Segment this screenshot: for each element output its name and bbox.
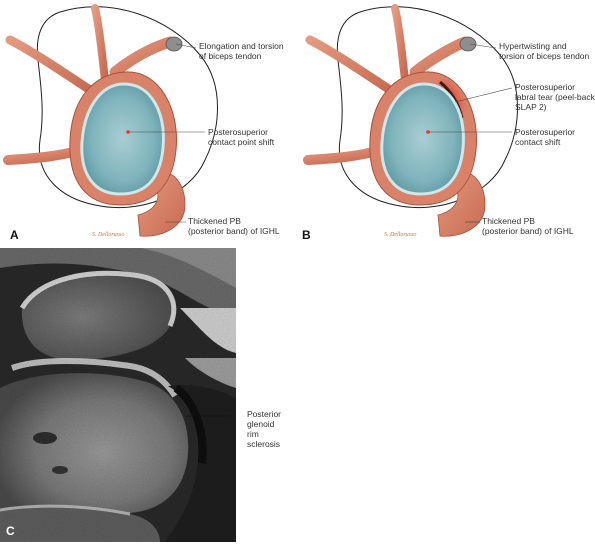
ligament-left — [5, 35, 95, 95]
glenoid-cartilage — [380, 82, 465, 196]
panel-b-illustration — [303, 4, 518, 237]
panel-b-tear-label: Posterosuperior labral tear (peel-back S… — [515, 82, 595, 112]
panel-a-pb-label: Thickened PB (posterior band) of IGHL — [188, 216, 280, 236]
leader-tear — [454, 87, 513, 103]
mri-glenoid-rim — [165, 385, 236, 542]
ligament-lower — [303, 145, 385, 165]
panel-a: A Elongation and torsion of biceps tendo… — [0, 0, 300, 245]
ligament-lower — [3, 145, 85, 165]
contact-point-dot — [426, 130, 430, 134]
humeral-head-outline — [336, 6, 518, 209]
biceps-tendon — [409, 36, 471, 78]
panel-b-contact-label: Posterosuperior contact shift — [515, 127, 576, 147]
panel-a-signature: S. Dellorusso — [92, 232, 125, 238]
ligament-left — [305, 35, 395, 95]
panel-a-illustration — [3, 4, 218, 237]
biceps-tendon — [109, 36, 176, 78]
ligament-upper — [91, 4, 109, 84]
panel-b: B Hypertwisting and torsion of biceps te… — [300, 0, 595, 245]
panel-b-letter: B — [302, 228, 311, 242]
panel-b-signature: S. Dellorusso — [384, 232, 417, 238]
humeral-head-outline — [36, 6, 218, 209]
panel-a-letter: A — [10, 228, 19, 242]
leader-biceps — [175, 43, 197, 49]
mri-humeral-head — [0, 373, 189, 516]
biceps-tendon-end — [459, 36, 477, 52]
posterior-band — [437, 169, 486, 237]
panel-a-contact-label: Posterosuperior contact point shift — [208, 127, 275, 147]
panel-c: C — [0, 248, 236, 542]
biceps-tendon-end — [165, 36, 183, 52]
panel-a-biceps-label: Elongation and torsion of biceps tendon — [199, 41, 284, 61]
contact-point-dot — [126, 130, 130, 134]
glenoid-cartilage — [80, 82, 165, 196]
mri-upper-bone — [21, 273, 174, 361]
ligament-upper — [391, 4, 409, 84]
mri-image — [0, 248, 236, 542]
leader-biceps — [469, 43, 497, 49]
panel-c-letter: C — [6, 524, 15, 538]
panel-b-pb-label: Thickened PB (posterior band) of IGHL — [482, 216, 574, 236]
panel-c-sclerosis-label: Posterior glenoid rim sclerosis — [247, 409, 282, 449]
posterior-band — [137, 169, 186, 237]
panel-b-biceps-label: Hypertwisting and torsion of biceps tend… — [499, 41, 590, 61]
